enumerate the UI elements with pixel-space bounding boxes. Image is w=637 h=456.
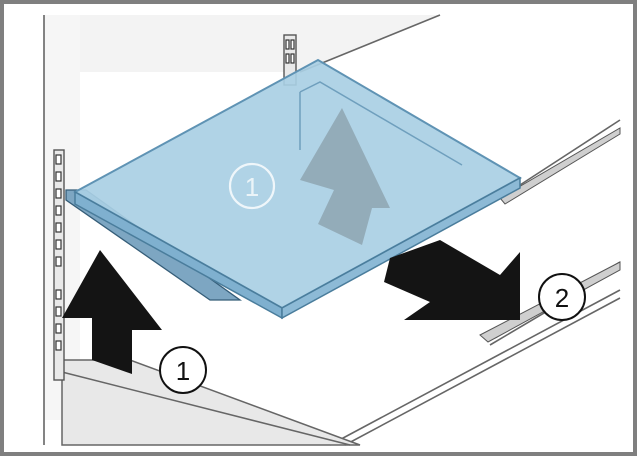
shelf-right-edge [281,176,521,320]
callout-step-1-front: 1 [159,346,207,394]
callout-step-1-on-shelf: 1 [228,162,276,210]
bottom-plate-edge [61,371,351,446]
callout-step-1-on-shelf-label: 1 [245,172,259,202]
lift-arrow-front [62,250,162,374]
shelf-inner-line [299,81,463,166]
callout-step-2: 2 [538,273,586,321]
back-wall [44,15,440,72]
lift-arrow-on-shelf [300,108,390,245]
left-rail [53,149,65,381]
pull-out-arrow [384,240,520,320]
right-rail-upper [499,127,621,205]
callout-step-1-front-label: 1 [176,356,190,386]
back-rail [283,34,297,86]
callout-step-2-label: 2 [555,283,569,313]
glass-shelf [72,58,523,320]
